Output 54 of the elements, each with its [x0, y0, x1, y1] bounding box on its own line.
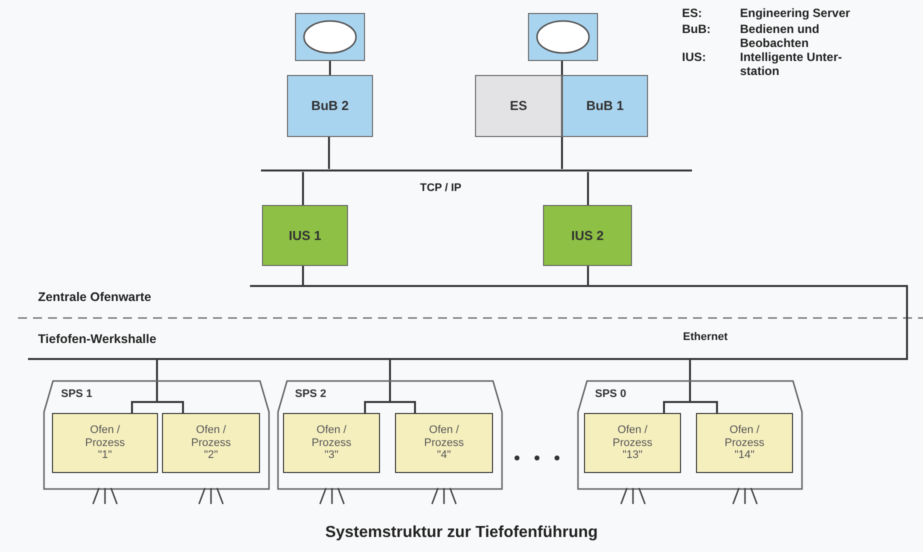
bus-label: Ethernet — [683, 331, 728, 343]
monitor-box — [295, 13, 365, 61]
network-bus — [261, 169, 692, 172]
node-label: Ofen / Prozess "13" — [612, 424, 654, 462]
workstation-box — [562, 75, 648, 137]
network-line — [587, 172, 589, 205]
plc-label: SPS 2 — [295, 388, 326, 400]
network-line — [329, 61, 331, 75]
abbreviation-definition: Intelligente Unter- station — [740, 50, 844, 78]
abbreviation-definition: Engineering Server — [740, 6, 850, 20]
process-box — [52, 413, 158, 473]
abbreviation: IUS: — [682, 50, 706, 64]
node-label: Ofen / Prozess "14" — [724, 424, 766, 462]
caption: Systemstruktur zur Tiefofenführung — [324, 524, 599, 542]
network-line — [689, 360, 718, 413]
node-label: BuB 1 — [586, 97, 624, 116]
network-line — [156, 360, 184, 413]
bus-label: TCP / IP — [420, 182, 462, 194]
node-label: Ofen / Prozess "4" — [423, 424, 465, 462]
network-line — [328, 137, 330, 169]
zone-label: Tiefofen-Werkshalle — [38, 332, 156, 346]
substation-box — [543, 205, 632, 266]
process-box — [696, 413, 793, 473]
node-label: IUS 1 — [288, 226, 322, 245]
abbreviation: ES: — [682, 6, 702, 20]
abbreviation: BuB: — [682, 22, 711, 36]
node-label: Ofen / Prozess "2" — [190, 424, 232, 462]
network-bus — [28, 285, 908, 360]
node-label: Ofen / Prozess "1" — [84, 424, 126, 462]
process-box — [162, 413, 260, 473]
node-label: Ofen / Prozess "3" — [310, 424, 352, 462]
plc-label: SPS 0 — [595, 388, 626, 400]
plc-cabinet — [277, 380, 503, 490]
network-line — [389, 360, 416, 413]
plc-cabinet — [43, 380, 270, 490]
network-line — [561, 137, 563, 169]
workstation-box — [287, 75, 373, 137]
zone-label: Zentrale Ofenwarte — [38, 290, 152, 304]
server-box — [475, 75, 562, 137]
network-line — [561, 61, 563, 75]
substation-box — [262, 205, 348, 266]
network-line — [302, 266, 304, 285]
node-label: BuB 2 — [311, 97, 349, 116]
monitor-box — [528, 13, 598, 61]
abbreviation-definition: Bedienen und Beobachten — [740, 22, 820, 50]
process-box — [584, 413, 681, 473]
plc-cabinet — [577, 380, 803, 490]
network-line — [302, 172, 304, 205]
node-label: ES — [510, 97, 528, 116]
process-box — [395, 413, 493, 473]
plc-label: SPS 1 — [61, 388, 92, 400]
process-box — [283, 413, 380, 473]
network-line — [587, 266, 589, 285]
node-label: IUS 2 — [571, 226, 604, 245]
